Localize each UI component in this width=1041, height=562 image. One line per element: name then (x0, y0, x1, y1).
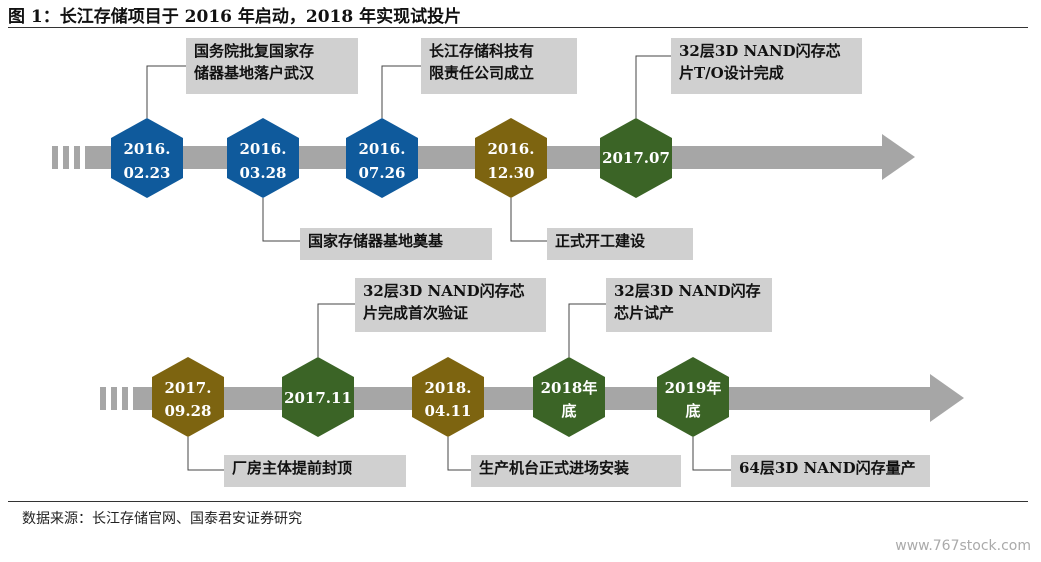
milestone-2018-04-11: 2018. 04.11 (412, 357, 484, 437)
milestone-date: 07.26 (359, 164, 406, 182)
milestone-date: 09.28 (165, 402, 212, 420)
event-label-line: 片T/O设计完成 (679, 64, 784, 82)
event-label-32l-verification: 32层3D NAND闪存芯 片完成首次验证 (355, 278, 546, 332)
event-label-64l-mass-production: 64层3D NAND闪存量产 (731, 455, 930, 487)
event-label-line: 32层3D NAND闪存 (614, 282, 761, 300)
milestone-2016-12-30: 2016. 12.30 (475, 118, 547, 198)
event-label-line: 储器基地落户武汉 (194, 64, 315, 82)
timeline-bar-row2 (100, 374, 964, 422)
event-label-line: 国家存储器基地奠基 (308, 232, 444, 250)
milestone-date: 底 (685, 402, 700, 420)
connectors-row2 (187, 303, 731, 471)
event-label-company-founded: 长江存储科技有 限责任公司成立 (421, 38, 577, 94)
event-label-roof-topping: 厂房主体提前封顶 (224, 455, 406, 487)
milestone-date: 02.23 (124, 164, 171, 182)
event-label-state-council-approval: 国务院批复国家存 储器基地落户武汉 (186, 38, 358, 94)
milestone-date: 2018年 (541, 379, 598, 397)
event-label-line: 生产机台正式进场安装 (479, 459, 630, 477)
milestone-date: 12.30 (488, 164, 535, 182)
event-label-line: 32层3D NAND闪存芯 (363, 282, 525, 300)
event-label-line: 厂房主体提前封顶 (232, 459, 353, 477)
milestone-date: 底 (561, 402, 576, 420)
title-divider (8, 27, 1028, 28)
milestone-2017-11: 2017.11 (282, 357, 354, 437)
figure-title: 图 1：长江存储项目于 2016 年启动，2018 年实现试投片 (8, 7, 462, 27)
milestone-date: 2016. (488, 140, 535, 158)
event-label-groundbreaking: 国家存储器基地奠基 (300, 228, 492, 260)
milestone-date: 04.11 (425, 402, 472, 420)
milestone-date: 2019年 (665, 379, 722, 397)
data-source-note: 数据来源：长江存储官网、国泰君安证券研究 (22, 511, 302, 527)
milestone-date: 2018. (425, 379, 472, 397)
event-label-equipment-install: 生产机台正式进场安装 (471, 455, 681, 487)
milestone-date: 2017. (165, 379, 212, 397)
milestone-2018-end: 2018年 底 (533, 357, 605, 437)
milestone-2016-07-26: 2016. 07.26 (346, 118, 418, 198)
event-label-line: 正式开工建设 (555, 232, 646, 250)
milestone-date: 2017.11 (284, 389, 352, 407)
event-label-line: 芯片试产 (614, 304, 675, 322)
watermark: www.767stock.com (895, 538, 1031, 554)
milestone-date: 03.28 (240, 164, 287, 182)
milestone-2016-03-28: 2016. 03.28 (227, 118, 299, 198)
milestone-2017-07: 2017.07 (600, 118, 672, 198)
event-label-32l-trial-production: 32层3D NAND闪存 芯片试产 (606, 278, 772, 332)
milestone-date: 2016. (124, 140, 171, 158)
event-label-line: 长江存储科技有 (429, 42, 535, 60)
milestone-date: 2017.07 (602, 149, 670, 167)
event-label-line: 限责任公司成立 (429, 64, 535, 82)
event-label-line: 64层3D NAND闪存量产 (739, 459, 916, 477)
event-label-32l-tapeout: 32层3D NAND闪存芯 片T/O设计完成 (671, 38, 862, 94)
milestone-date: 2016. (359, 140, 406, 158)
source-divider (8, 501, 1028, 502)
connectors-row1 (146, 55, 671, 242)
milestone-2016-02-23: 2016. 02.23 (111, 118, 183, 198)
milestone-2019-end: 2019年 底 (657, 357, 729, 437)
event-label-line: 片完成首次验证 (363, 304, 469, 322)
milestone-2017-09-28: 2017. 09.28 (152, 357, 224, 437)
event-label-line: 国务院批复国家存 (194, 42, 315, 60)
event-label-construction-start: 正式开工建设 (547, 228, 693, 260)
event-label-line: 32层3D NAND闪存芯 (679, 42, 841, 60)
milestone-date: 2016. (240, 140, 287, 158)
